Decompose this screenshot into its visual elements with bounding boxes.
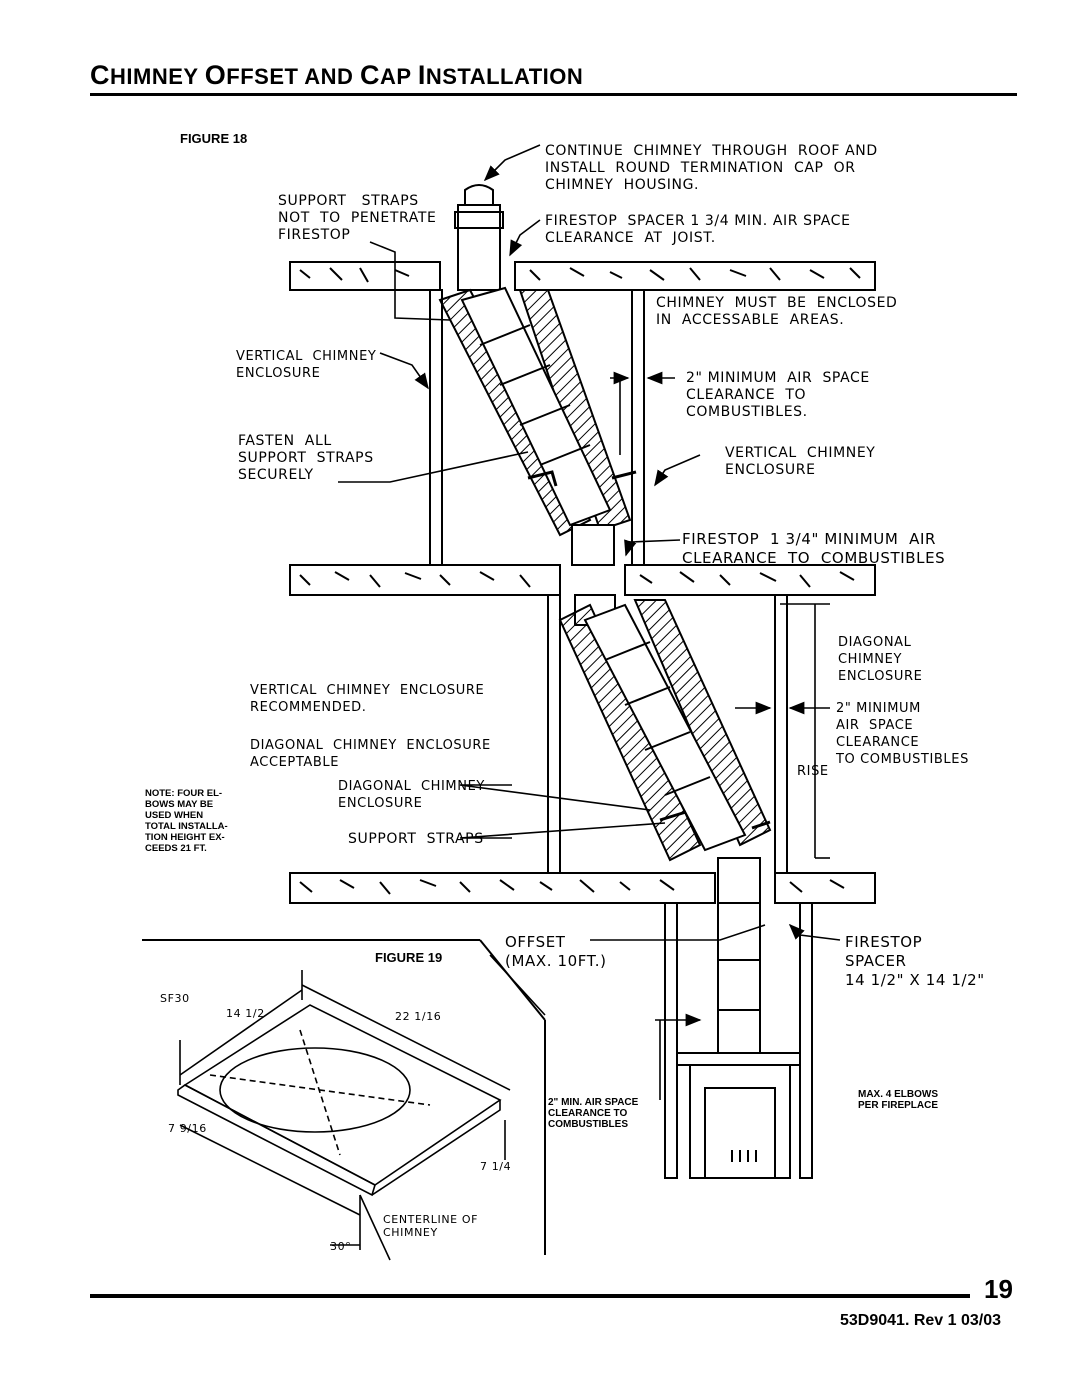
title-word-4: INSTALLATION (417, 60, 584, 90)
callout-firestop-middle: FIRESTOP 1 3/4" MINIMUM AIR CLEARANCE TO… (682, 530, 946, 567)
title-rule (90, 93, 1017, 96)
callout-diagonal-enclosure-right: DIAGONAL CHIMNEY ENCLOSURE (838, 635, 923, 684)
four-elbows-note: NOTE: FOUR EL- BOWS MAY BE USED WHEN TOT… (145, 788, 228, 854)
page-number: 19 (984, 1274, 1013, 1304)
page-title: CHIMNEY OFFSET AND CAP INSTALLATION (90, 60, 583, 91)
figure-18-label: FIGURE 18 (180, 131, 248, 146)
document-number: 53D9041. Rev 1 03/03 (840, 1312, 1002, 1329)
fireplace (676, 902, 801, 1179)
offset-label: OFFSET (MAX. 10FT.) (505, 933, 607, 970)
callout-vertical-recommended: VERTICAL CHIMNEY ENCLOSURE RECOMMENDED. (250, 683, 485, 715)
callout-two-inch-upper: 2" MINIMUM AIR SPACE CLEARANCE TO COMBUS… (686, 370, 870, 420)
angle-label: 30° (330, 1240, 352, 1253)
model-label: SF30 (160, 992, 190, 1005)
title-word-2: OFFSET AND (204, 60, 361, 90)
joist-lower (289, 872, 876, 904)
centerline-label: CENTERLINE OF CHIMNEY (383, 1213, 479, 1239)
callout-firestop-spacer-top: FIRESTOP SPACER 1 3/4 MIN. AIR SPACE CLE… (545, 213, 851, 246)
air-space-note: 2" MIN. AIR SPACE CLEARANCE TO COMBUSTIB… (548, 1097, 639, 1130)
footer-rule (90, 1294, 970, 1298)
callout-firestop-spacer-bottom: FIRESTOP SPACER 14 1/2" X 14 1/2" (845, 933, 985, 989)
callout-diagonal-enclosure-center: DIAGONAL CHIMNEY ENCLOSURE (338, 779, 485, 811)
callout-continue-chimney: CONTINUE CHIMNEY THROUGH ROOF AND INSTAL… (545, 143, 878, 193)
callout-fasten-all: FASTEN ALL SUPPORT STRAPS SECURELY (238, 433, 374, 483)
callout-chimney-enclosed: CHIMNEY MUST BE ENCLOSED IN ACCESSABLE A… (656, 295, 898, 328)
title-word-1: CHIMNEY (90, 60, 205, 90)
rise-label: RISE (797, 764, 829, 779)
title-word-3: CAP (360, 60, 418, 90)
callout-vertical-enclosure-right: VERTICAL CHIMNEY ENCLOSURE (725, 445, 876, 478)
dimension-width: 14 1/2 (226, 1007, 265, 1020)
callout-vertical-enclosure-left: VERTICAL CHIMNEY ENCLOSURE (236, 349, 377, 381)
dimension-offset-left: 7 9/16 (168, 1122, 207, 1135)
callout-support-straps-top: SUPPORT STRAPS NOT TO PENETRATE FIRESTOP (278, 193, 437, 243)
lower-diagonal-chimney (558, 594, 772, 904)
dimension-length: 22 1/16 (395, 1010, 442, 1023)
joist-roof (289, 261, 876, 291)
joist-middle (289, 564, 876, 596)
callout-support-straps-bottom: SUPPORT STRAPS (348, 831, 484, 847)
callout-two-inch-lower: 2" MINIMUM AIR SPACE CLEARANCE TO COMBUS… (836, 701, 969, 767)
figure-19-label: FIGURE 19 (375, 950, 443, 965)
firestop-spacer-sketch (177, 970, 511, 1261)
dimension-offset-right: 7 1/4 (480, 1160, 512, 1173)
max-elbows-note: MAX. 4 ELBOWS PER FIREPLACE (858, 1089, 939, 1111)
callout-diagonal-acceptable: DIAGONAL CHIMNEY ENCLOSURE ACCEPTABLE (250, 738, 491, 770)
upper-diagonal-chimney (438, 286, 632, 566)
